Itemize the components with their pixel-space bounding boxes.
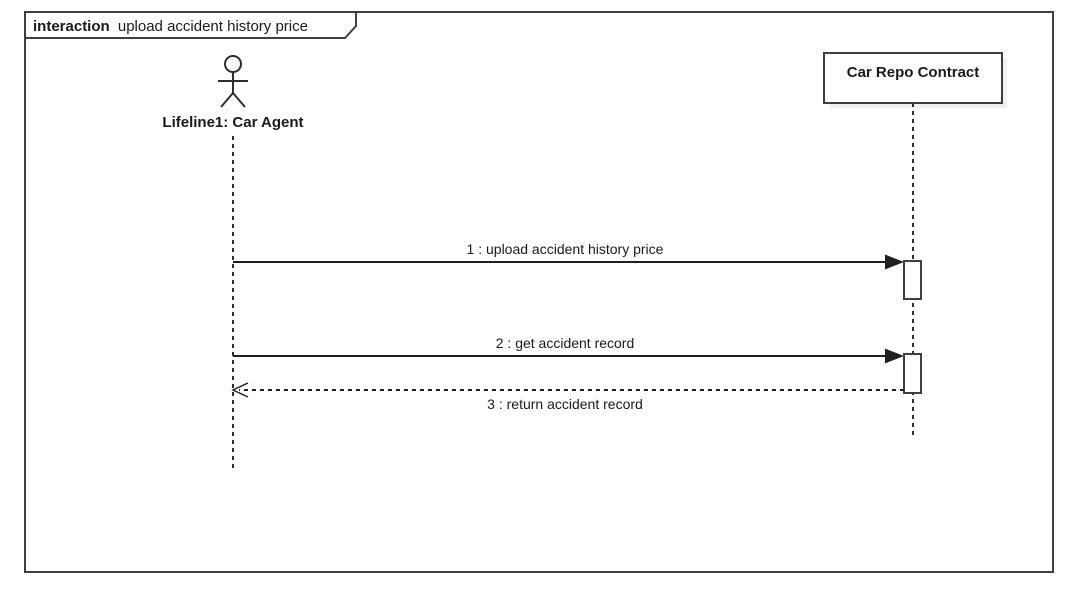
frame-title-text: upload accident history price: [118, 18, 308, 35]
message-3-open-arrowhead-icon: [231, 382, 249, 398]
actor-leg-right: [232, 92, 246, 108]
message-3-label: 3 : return accident record: [487, 396, 643, 412]
object-lifeline-box: [823, 52, 1003, 104]
message-2-label: 2 : get accident record: [496, 335, 635, 351]
message-1-arrowhead-icon: [885, 254, 904, 270]
object-lifeline-label: Car Repo Contract: [847, 64, 980, 81]
frame-title-tab: [24, 11, 357, 39]
activation-bar-2: [903, 353, 922, 394]
actor-leg-left: [220, 92, 234, 108]
frame-title: interaction upload accident history pric…: [33, 18, 308, 35]
activation-bar-1: [903, 260, 922, 300]
message-1-label: 1 : upload accident history price: [467, 241, 664, 257]
message-2-arrowhead-icon: [885, 348, 904, 364]
actor-lifeline-label: Lifeline1: Car Agent: [162, 114, 303, 131]
actor-icon: [218, 55, 248, 108]
frame-keyword-text: interaction: [33, 18, 110, 35]
